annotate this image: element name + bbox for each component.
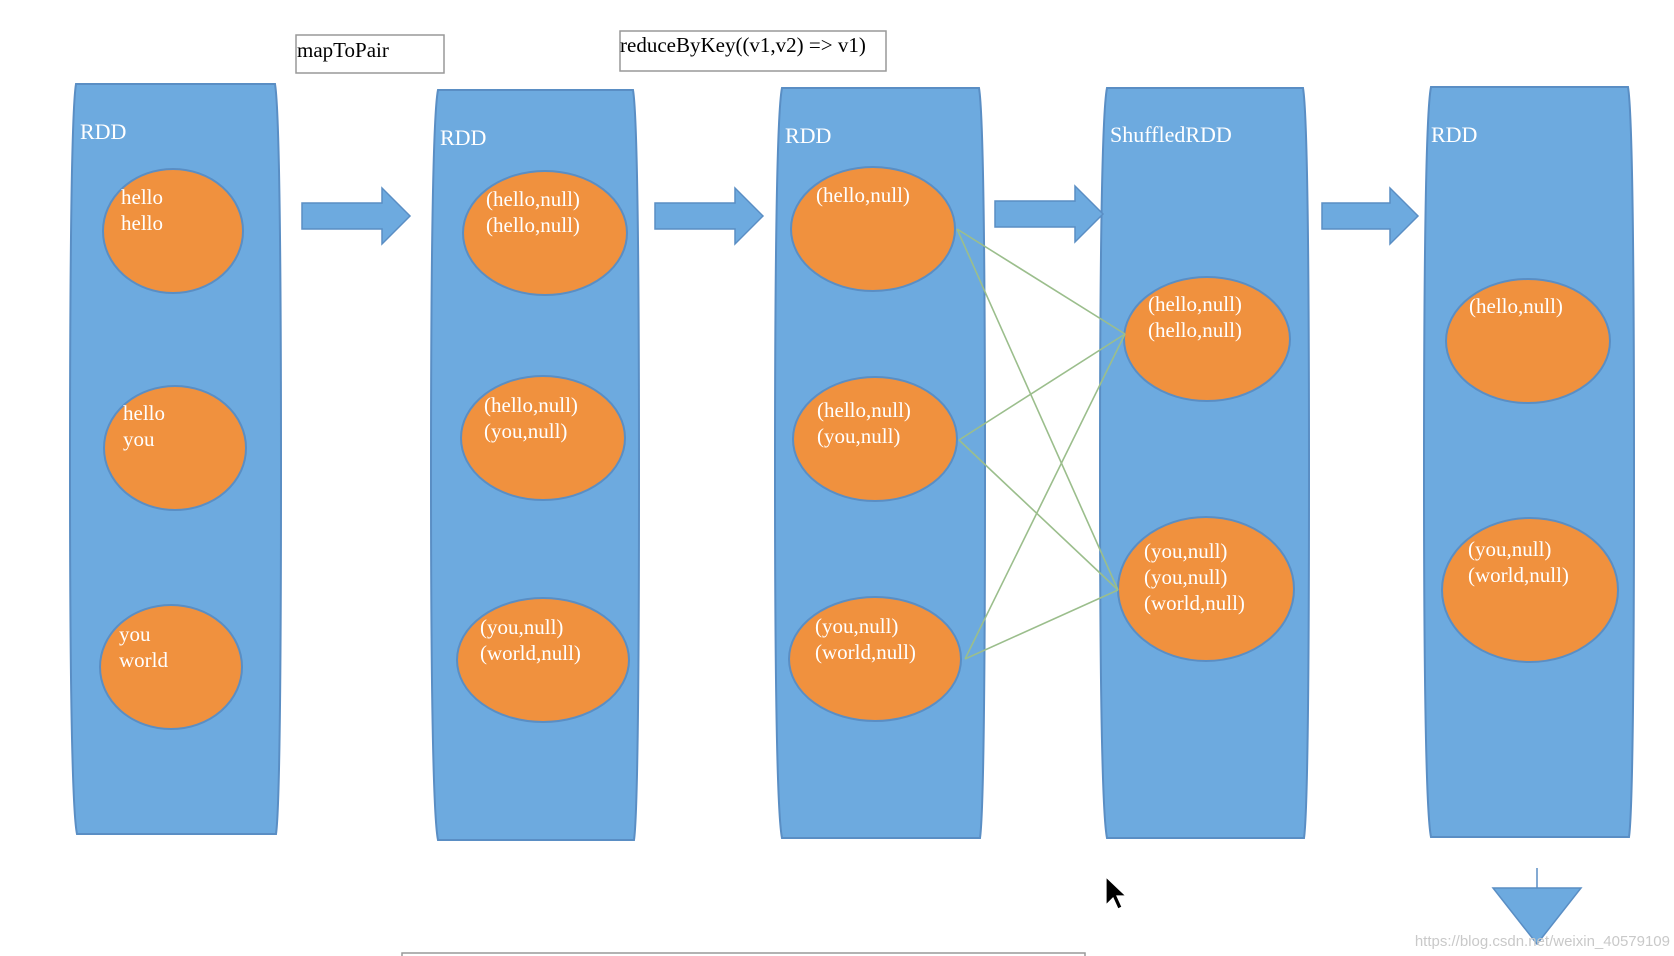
partition-text: you — [123, 427, 155, 451]
partition-text: (world,null) — [815, 640, 916, 664]
column-label: RDD — [1431, 122, 1477, 147]
partition: (you,null) (you,null) (world,null) — [1117, 516, 1295, 662]
partition: (hello,null) — [790, 166, 956, 292]
partition-text: (hello,null) — [1148, 318, 1242, 342]
rdd-column-3: RDD (hello,null) (hello,null) (you,null)… — [773, 87, 987, 839]
partition: (hello,null) (you,null) — [792, 376, 958, 502]
partition-text: (you,null) — [1468, 537, 1551, 561]
partition-text: (you,null) — [480, 615, 563, 639]
partition-text: (hello,null) — [816, 183, 910, 207]
partition-text: (you,null) — [815, 614, 898, 638]
bottom-label-box — [401, 952, 1086, 956]
partition-text: (you,null) — [1144, 539, 1227, 563]
maptopair-label-box: mapToPair — [295, 34, 445, 74]
partition-text: hello — [121, 185, 163, 209]
partition-text: hello — [121, 211, 163, 235]
column-label: RDD — [80, 119, 126, 144]
partition-text: hello — [123, 401, 165, 425]
partition-text: (you,null) — [484, 419, 567, 443]
partition: (hello,null) (you,null) — [460, 375, 626, 501]
partition-text: (hello,null) — [1148, 292, 1242, 316]
partition: hello hello — [102, 168, 244, 294]
partition: (you,null) (world,null) — [788, 596, 962, 722]
shuffle-line — [956, 228, 1126, 335]
right-arrow — [301, 186, 412, 246]
right-arrow — [994, 184, 1105, 244]
reducebykey-label-box: reduceByKey((v1,v2) => v1) — [619, 30, 887, 72]
shuffle-line — [956, 228, 1119, 591]
partition-text: (world,null) — [1144, 591, 1245, 615]
column-label: ShuffledRDD — [1110, 122, 1232, 147]
partition-text: (you,null) — [817, 424, 900, 448]
partition: (hello,null) (hello,null) — [1123, 276, 1291, 402]
watermark: https://blog.csdn.net/weixin_40579109 — [1415, 933, 1670, 950]
partition-text: (hello,null) — [486, 187, 580, 211]
rdd-column-2: RDD (hello,null) (hello,null) (hello,nul… — [429, 89, 641, 841]
partition: (hello,null) — [1445, 278, 1611, 404]
partition-text: (world,null) — [480, 641, 581, 665]
mouse-cursor-icon — [1105, 875, 1128, 910]
column-label: RDD — [785, 123, 831, 148]
partition: you world — [99, 604, 243, 730]
reducebykey-label: reduceByKey((v1,v2) => v1) — [620, 33, 866, 57]
partition-text: (hello,null) — [484, 393, 578, 417]
partition: (hello,null) (hello,null) — [462, 170, 628, 296]
column-label: RDD — [440, 125, 486, 150]
partition-text: world — [119, 648, 168, 672]
right-arrow — [654, 186, 765, 246]
down-arrow — [1491, 868, 1583, 946]
shuffle-line — [958, 439, 1119, 591]
partition: (you,null) (world,null) — [1441, 517, 1619, 663]
partition-text: (hello,null) — [817, 398, 911, 422]
partition: (you,null) (world,null) — [456, 597, 630, 723]
rdd-column-5: RDD (hello,null) (you,null) (world,null) — [1422, 86, 1636, 838]
partition: hello you — [103, 385, 247, 511]
rdd-column-1: RDD hello hello hello you you world — [68, 83, 283, 835]
partition-text: (hello,null) — [1469, 294, 1563, 318]
shuffle-line — [958, 333, 1126, 441]
partition-text: (hello,null) — [486, 213, 580, 237]
maptopair-label: mapToPair — [297, 38, 389, 62]
shuffle-line — [964, 589, 1119, 660]
partition-text: (world,null) — [1468, 563, 1569, 587]
shuffle-line — [964, 333, 1126, 660]
shuffle-lines — [956, 228, 1126, 660]
partition-text: (you,null) — [1144, 565, 1227, 589]
right-arrow — [1321, 186, 1420, 246]
shuffled-rdd-column: ShuffledRDD (hello,null) (hello,null) (y… — [1098, 87, 1311, 839]
partition-text: you — [119, 622, 151, 646]
